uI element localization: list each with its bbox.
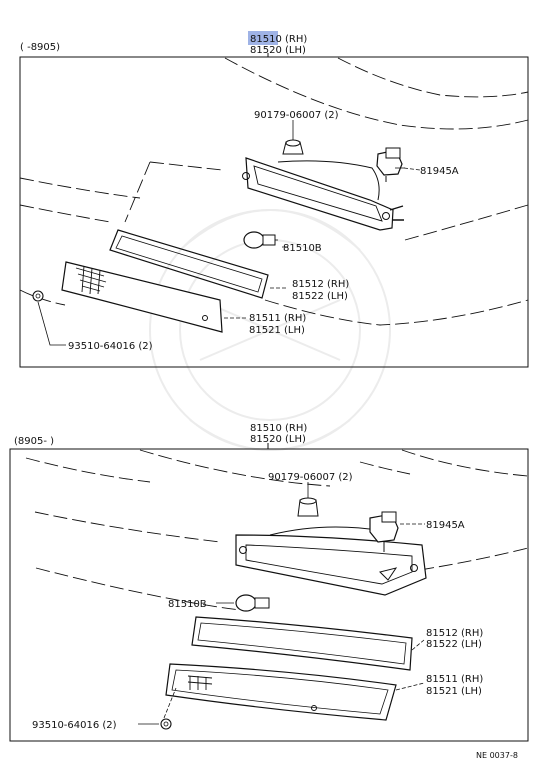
bottom-gasket-rh-label: 81512 (RH) (426, 628, 483, 639)
top-main-part-lh: 81520 (LH) (250, 45, 306, 56)
bottom-gasket-lh-label: 81522 (LH) (426, 639, 482, 650)
lamp-housing-bottom (235, 526, 427, 596)
bulb-part-bottom (216, 594, 270, 612)
screw-part-bottom (297, 482, 319, 517)
top-nut-label: 93510-64016 (2) (68, 341, 153, 352)
bottom-clip-label: 81945A (426, 520, 465, 531)
body-contour (19, 57, 529, 326)
bottom-date-range: (8905- ) (14, 436, 54, 447)
top-gasket-rh-label: 81512 (RH) (292, 279, 349, 290)
footer-code: NE 0037-8 (476, 751, 518, 760)
nut-part (32, 290, 66, 346)
bottom-lens-rh-label: 81511 (RH) (426, 674, 483, 685)
lamp-housing (242, 157, 404, 231)
bottom-main-part-rh: 81510 (RH) (250, 423, 307, 434)
gasket-part-bottom (191, 616, 425, 671)
top-lens-rh-label: 81511 (RH) (249, 313, 306, 324)
top-date-range: ( -8905) (20, 42, 60, 53)
screw-part (282, 120, 304, 155)
top-screw-label: 90179-06007 (2) (254, 110, 339, 121)
bottom-lens-lh-label: 81521 (LH) (426, 686, 482, 697)
bottom-panel: (8905- ) 81510 (RH) 81520 (LH) 90179-060… (9, 423, 529, 742)
bulb-part (243, 231, 280, 249)
top-gasket-lh-label: 81522 (LH) (292, 291, 348, 302)
body-contour-bottom (25, 449, 529, 611)
nut-part-bottom (138, 687, 177, 730)
gasket-part (109, 229, 288, 299)
bottom-main-part-lh: 81520 (LH) (250, 434, 306, 445)
clip-part (376, 147, 421, 182)
top-frame (19, 56, 529, 368)
bottom-frame (9, 448, 529, 742)
top-main-part-rh: 81510 (RH) (250, 34, 307, 45)
bottom-bulb-label: 81510B (168, 599, 207, 610)
lens-part-bottom (165, 663, 425, 721)
bottom-nut-label: 93510-64016 (2) (32, 720, 117, 731)
top-panel: ( -8905) 81510 (RH) 81520 (LH) 90179-060… (19, 31, 529, 368)
top-clip-label: 81945A (420, 166, 459, 177)
highlight-box (248, 31, 278, 45)
top-lens-lh-label: 81521 (LH) (249, 325, 305, 336)
clip-part-bottom (369, 511, 425, 552)
bottom-screw-label: 90179-06007 (2) (268, 472, 353, 483)
lens-part (61, 261, 246, 333)
top-bulb-label: 81510B (283, 243, 322, 254)
